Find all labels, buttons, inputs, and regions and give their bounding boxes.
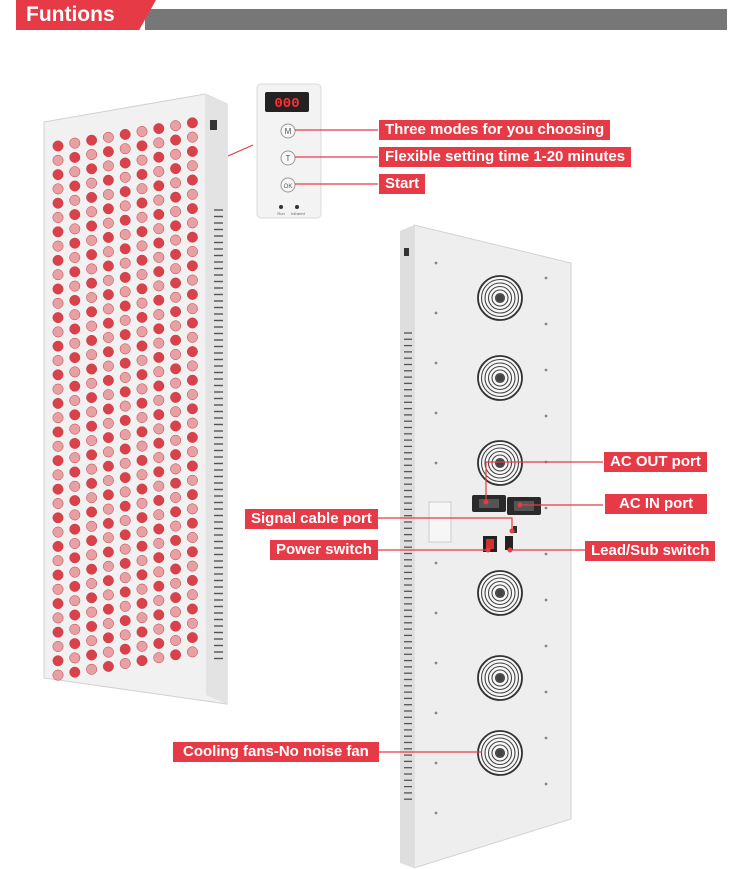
- side-vent-grille: [214, 209, 223, 660]
- spec-label-sticker: [428, 501, 452, 543]
- header-tab: [16, 0, 156, 30]
- mode-button-label: M: [285, 127, 292, 136]
- lead-sub-switch: [505, 536, 513, 550]
- infrared-indicator-light: [295, 205, 299, 209]
- ok-button-label: OK: [284, 184, 293, 190]
- signal-cable-port: [513, 526, 517, 533]
- time-button-label: T: [286, 154, 291, 163]
- back-panel: [400, 224, 572, 868]
- mode-button[interactable]: [280, 123, 296, 139]
- ok-button[interactable]: [280, 177, 296, 193]
- back-side-vent-grille: [404, 332, 412, 800]
- label-signal-cable-port: Signal cable port: [245, 509, 378, 529]
- panel-display: [210, 120, 217, 130]
- run-indicator-light: [279, 205, 283, 209]
- ac-in-port: [507, 497, 541, 515]
- infrared-indicator-label: Infrared: [291, 211, 305, 216]
- label-ac-out-port: AC OUT port: [604, 452, 707, 472]
- label-ac-in-port: AC IN port: [605, 494, 708, 514]
- section-title: Funtions: [26, 3, 115, 26]
- time-button[interactable]: [280, 150, 296, 166]
- led-grid: [52, 117, 198, 681]
- run-indicator-label: Run: [277, 211, 284, 216]
- label-three-modes: Three modes for you choosing: [379, 120, 611, 140]
- label-power-switch: Power switch: [270, 540, 378, 560]
- header-bar: [145, 9, 727, 30]
- label-lead-sub-switch: Lead/Sub switch: [585, 541, 716, 561]
- label-cooling-fans: Cooling fans-No noise fan: [173, 742, 379, 762]
- label-start: Start: [379, 174, 426, 194]
- ac-out-port: [472, 495, 506, 512]
- side-display: [404, 248, 409, 256]
- timer-display: 000: [274, 96, 299, 112]
- front-led-panel: [43, 93, 228, 705]
- label-setting-time: Flexible setting time 1-20 minutes: [379, 147, 632, 167]
- cooling-fans: [477, 275, 523, 776]
- panel-screws: [434, 261, 548, 815]
